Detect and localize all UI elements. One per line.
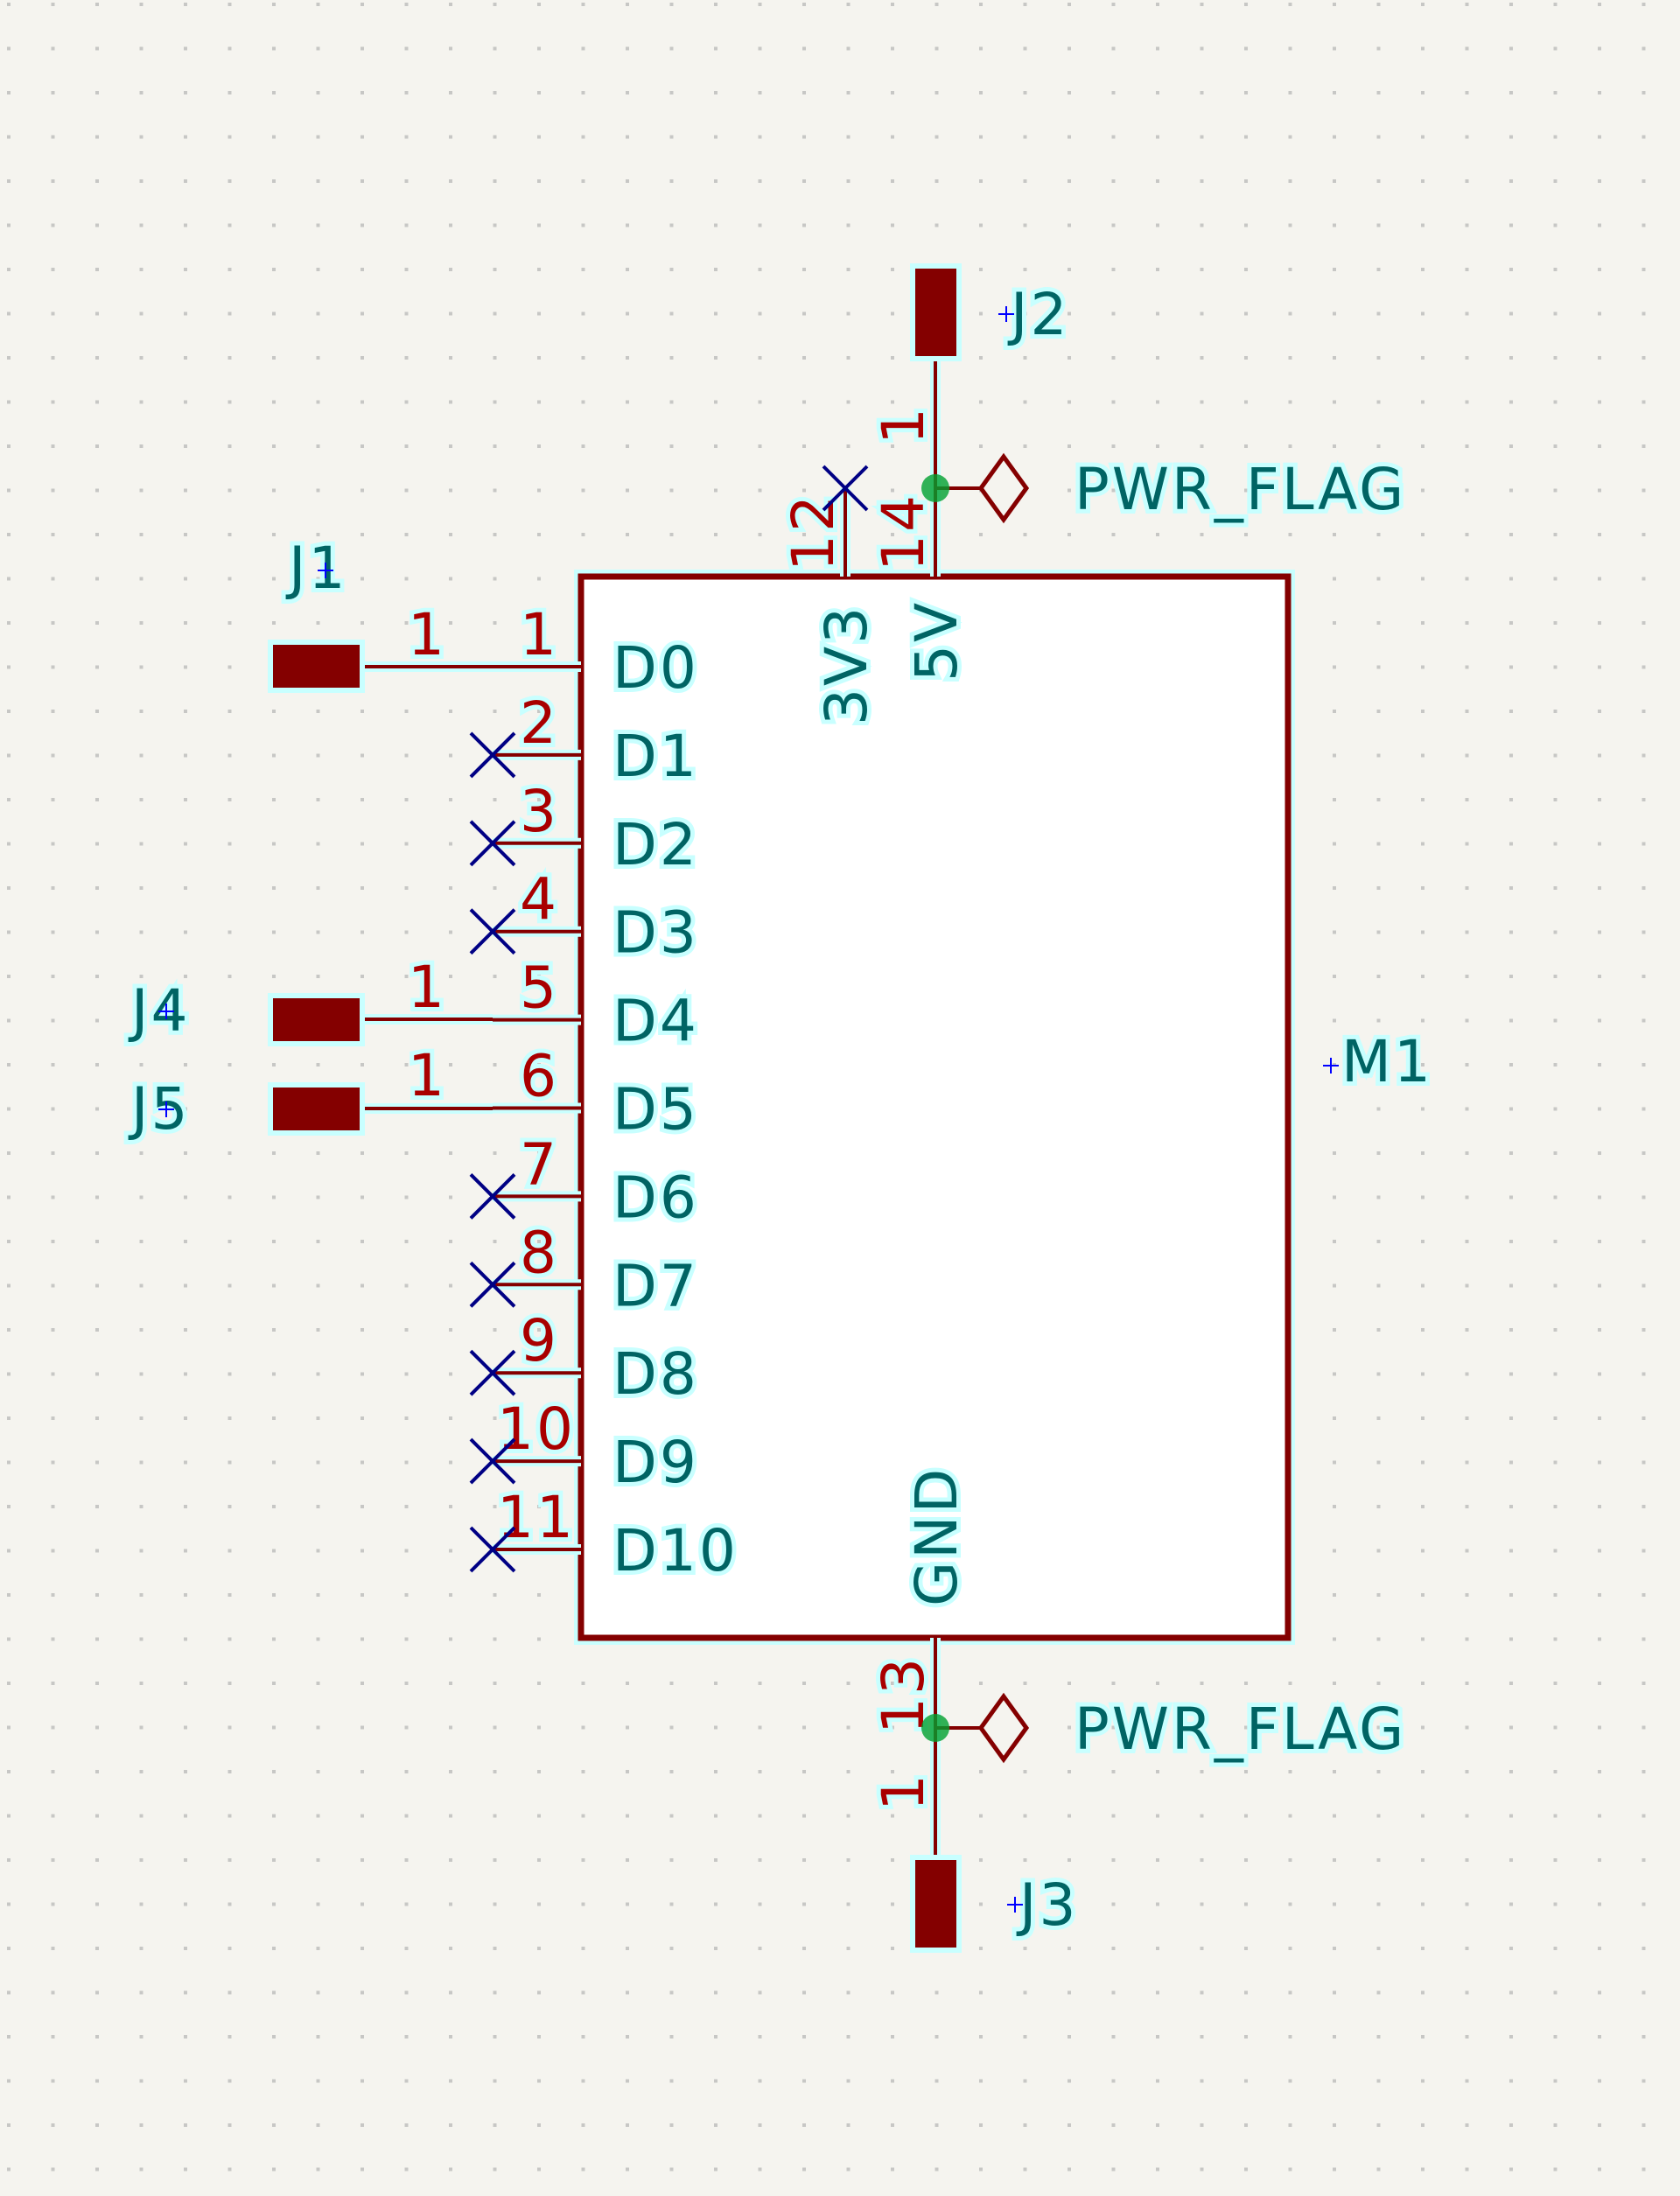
power-flag-label: PWR_FLAG <box>1074 1696 1406 1763</box>
module-reference[interactable]: M1 <box>1337 1024 1435 1100</box>
power-flag-5v[interactable]: PWR_FLAG <box>921 451 1408 528</box>
no-connect-icon <box>469 1172 516 1220</box>
connector-pin-number: 1 <box>870 1772 937 1811</box>
pin-d3[interactable]: D3 4 <box>469 862 701 971</box>
pin-d5[interactable]: D5 6 <box>493 1039 701 1148</box>
connector-j2[interactable]: 1 J2 <box>865 263 1071 488</box>
pin-name-label: D3 <box>612 899 699 967</box>
power-flag-gnd[interactable]: PWR_FLAG <box>921 1691 1408 1767</box>
no-connect-icon <box>469 1526 516 1573</box>
pin-name-label: D10 <box>612 1517 738 1584</box>
module-anchor-icon <box>1323 1058 1339 1074</box>
junction-dot <box>921 1714 949 1742</box>
power-flag-icon[interactable] <box>977 452 1030 524</box>
no-connect-icon <box>469 820 516 867</box>
connector-reference[interactable]: J3 <box>1012 1867 1080 1943</box>
connector-j1[interactable]: 1 J1 <box>268 530 493 693</box>
pin-name-label: D0 <box>612 634 699 702</box>
connector-pin-number: 1 <box>408 1042 447 1109</box>
pin-name-label: D6 <box>612 1164 699 1231</box>
connector-reference[interactable]: J5 <box>123 1071 192 1147</box>
pin-d4[interactable]: D4 5 <box>493 950 701 1060</box>
junction-dot <box>921 474 949 502</box>
no-connect-icon <box>822 465 869 512</box>
pin-number-label: 2 <box>520 689 559 757</box>
connector-j5[interactable]: 1 J5 <box>123 1038 493 1147</box>
anchor-icon <box>1007 1897 1023 1913</box>
pin-d8[interactable]: D8 9 <box>469 1303 701 1412</box>
pin-d2[interactable]: D2 3 <box>469 773 701 883</box>
pin-number-label: 4 <box>520 866 559 934</box>
power-flag-label: PWR_FLAG <box>1074 456 1406 523</box>
connector-pad[interactable] <box>268 1082 365 1136</box>
pin-name-label: D8 <box>612 1340 699 1408</box>
pin-d0[interactable]: D0 1 <box>493 597 701 706</box>
no-connect-icon <box>469 1437 516 1485</box>
pin-d10[interactable]: D10 11 <box>469 1479 740 1589</box>
pin-number-label: 6 <box>520 1043 559 1110</box>
pin-name-label: D1 <box>612 723 699 790</box>
connector-pad[interactable] <box>910 1855 962 1953</box>
pin-number-label: 7 <box>520 1130 559 1198</box>
pin-d7[interactable]: D7 8 <box>469 1214 701 1324</box>
power-flag-icon[interactable] <box>977 1692 1030 1764</box>
pin-number-label: 11 <box>497 1484 576 1551</box>
anchor-icon <box>158 1004 174 1019</box>
connector-pin-number: 1 <box>870 405 937 444</box>
pin-name-label: D9 <box>612 1429 699 1496</box>
connector-pad[interactable] <box>268 993 365 1046</box>
connector-j3[interactable]: 1J3 <box>865 1726 1080 1953</box>
pin-name-label: D7 <box>612 1252 699 1319</box>
connector-reference[interactable]: J1 <box>281 530 349 606</box>
connector-reference[interactable]: J2 <box>1003 276 1071 353</box>
anchor-icon <box>998 306 1014 322</box>
pin-number-label: 8 <box>520 1219 559 1286</box>
anchor-icon <box>158 1101 174 1117</box>
pin-name-label: D2 <box>612 811 699 878</box>
no-connect-icon <box>469 1349 516 1396</box>
pin-name-label: 5V <box>903 600 970 682</box>
connector-reference[interactable]: J4 <box>123 973 192 1049</box>
pin-number-label: 1 <box>520 601 559 668</box>
anchor-icon <box>318 563 333 578</box>
no-connect-icon <box>469 731 516 779</box>
module-body[interactable] <box>578 573 1292 1641</box>
pin-number-label: 12 <box>780 493 847 571</box>
connector-pad[interactable] <box>268 640 365 693</box>
pin-d1[interactable]: D1 2 <box>469 685 701 794</box>
pin-d9[interactable]: D9 10 <box>469 1391 701 1500</box>
connector-pad[interactable] <box>910 263 962 361</box>
connector-pin-number: 1 <box>408 601 447 668</box>
connector-j4[interactable]: 1 J4 <box>123 949 493 1049</box>
no-connect-icon <box>469 908 516 955</box>
pin-number-label: 5 <box>520 955 559 1022</box>
pin-number-label: 9 <box>520 1307 559 1374</box>
pin-number-label: 3 <box>520 778 559 845</box>
pin-name-label: 3V3 <box>813 605 880 725</box>
pin-name-label: D4 <box>612 988 699 1055</box>
pin-d6[interactable]: D6 7 <box>469 1126 701 1235</box>
connector-pin-number: 1 <box>408 954 447 1021</box>
pin-number-label: 10 <box>497 1395 576 1463</box>
pin-name-label: GND <box>903 1466 970 1606</box>
no-connect-icon <box>469 1261 516 1308</box>
pin-name-label: D5 <box>612 1076 699 1143</box>
pin-number-label: 14 <box>870 493 937 571</box>
